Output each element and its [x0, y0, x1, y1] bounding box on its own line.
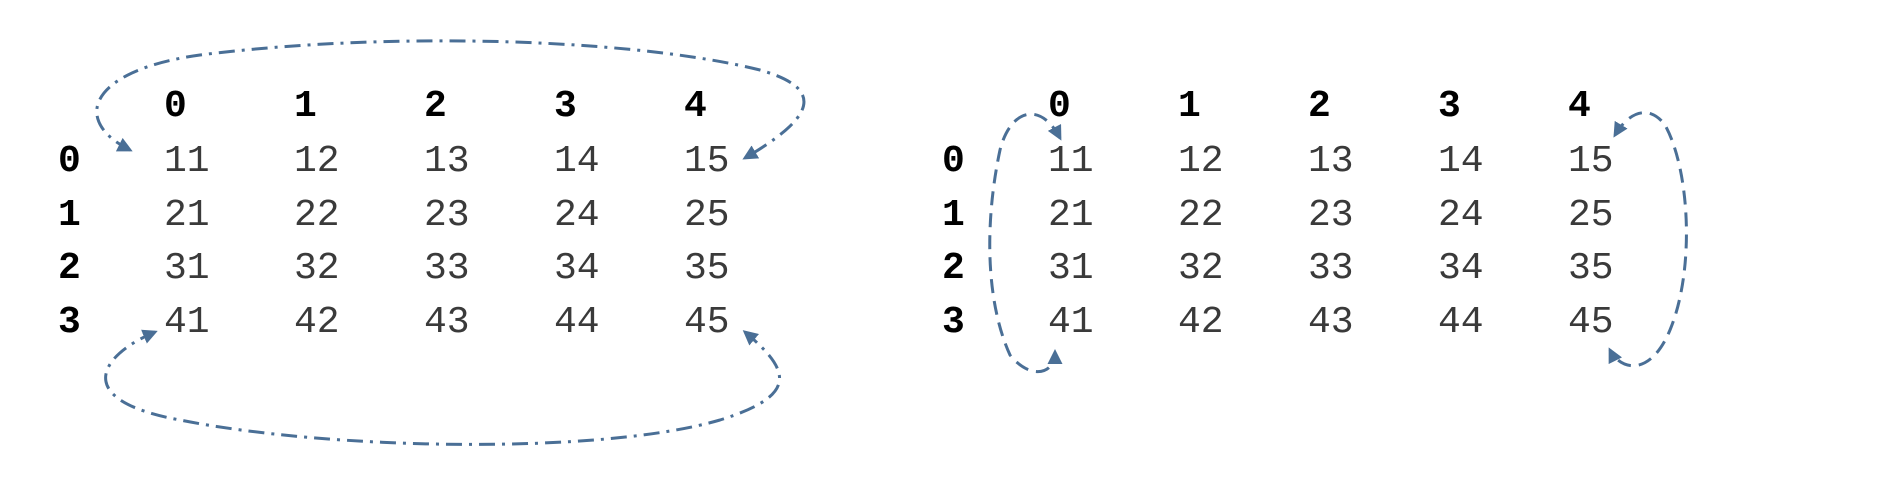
- matrix-cell: 34: [1438, 247, 1484, 290]
- arrow-45-to-41: [104, 329, 781, 446]
- column-header: 1: [294, 85, 317, 128]
- matrix-cell: 35: [684, 247, 730, 290]
- arrow-41-to-11: [988, 112, 1063, 374]
- matrix-cell: 12: [1178, 140, 1224, 183]
- matrix-cell: 15: [1568, 140, 1614, 183]
- matrix-cell: 22: [294, 194, 340, 237]
- row-header: 0: [942, 140, 965, 183]
- matrix-cell: 22: [1178, 194, 1224, 237]
- arrow-11-to-15: [95, 39, 806, 160]
- row-header: 3: [942, 301, 965, 344]
- matrix-cell: 44: [1438, 301, 1484, 344]
- matrix-cell: 21: [164, 194, 210, 237]
- matrix-cell: 45: [1568, 301, 1614, 344]
- matrix-cell: 24: [1438, 194, 1484, 237]
- matrix-cell: 25: [1568, 194, 1614, 237]
- matrix-cell: 24: [554, 194, 600, 237]
- arrow-15-to-45: [1608, 111, 1688, 368]
- column-header: 4: [684, 85, 707, 128]
- row-header: 2: [942, 247, 965, 290]
- column-header: 2: [1308, 85, 1331, 128]
- matrix-cell: 34: [554, 247, 600, 290]
- row-header: 3: [58, 301, 81, 344]
- matrix-cell: 32: [1178, 247, 1224, 290]
- matrix-cell: 32: [294, 247, 340, 290]
- matrix-cell: 33: [424, 247, 470, 290]
- matrix-cell: 43: [1308, 301, 1354, 344]
- column-header: 2: [424, 85, 447, 128]
- column-header: 0: [1048, 85, 1071, 128]
- column-header: 4: [1568, 85, 1591, 128]
- matrix-cell: 13: [1308, 140, 1354, 183]
- row-header: 1: [58, 194, 81, 237]
- matrix-cell: 42: [1178, 301, 1224, 344]
- matrix-cell: 23: [1308, 194, 1354, 237]
- row-header: 2: [58, 247, 81, 290]
- matrix-cell: 14: [1438, 140, 1484, 183]
- column-header: 1: [1178, 85, 1201, 128]
- matrix-cell: 23: [424, 194, 470, 237]
- matrix-cell: 33: [1308, 247, 1354, 290]
- matrix-cell: 35: [1568, 247, 1614, 290]
- column-header: 3: [1438, 85, 1461, 128]
- column-header: 3: [554, 85, 577, 128]
- matrix-cell: 25: [684, 194, 730, 237]
- column-header: 0: [164, 85, 187, 128]
- matrix-cell: 31: [164, 247, 210, 290]
- row-header: 0: [58, 140, 81, 183]
- row-header: 1: [942, 194, 965, 237]
- left-matrix: 0 1 2 3 4 0 1 2 3 11 12 13 14 15 21 22 2…: [0, 0, 900, 484]
